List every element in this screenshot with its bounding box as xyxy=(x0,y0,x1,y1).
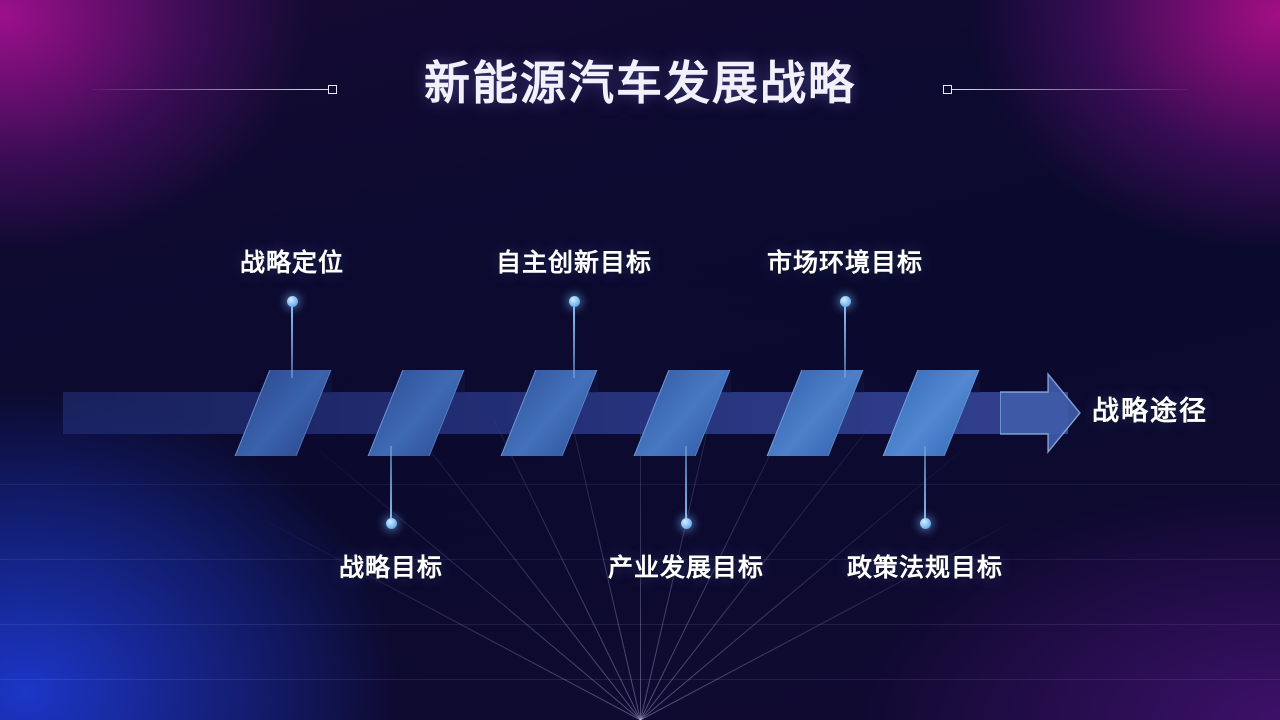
connector-line-bottom xyxy=(685,446,687,528)
node-label-top: 战略定位 xyxy=(239,249,345,277)
node-label-top: 自主创新目标 xyxy=(495,249,653,277)
hollow-square-icon-left xyxy=(328,85,337,94)
connector-dot-bottom xyxy=(680,518,692,529)
grid-line-horizontal xyxy=(0,484,1280,485)
decoration-line-left xyxy=(92,89,329,90)
right-arrow-head-icon xyxy=(999,370,1082,456)
connector-dot-bottom xyxy=(919,518,931,529)
connector-line-bottom xyxy=(390,446,392,528)
node-label-bottom: 政策法规目标 xyxy=(846,554,1004,582)
title-decoration-left xyxy=(92,85,337,94)
end-label: 战略途径 xyxy=(1092,396,1208,426)
grid-line-diagonal xyxy=(318,449,641,720)
node-label-bottom: 产业发展目标 xyxy=(607,554,765,582)
connector-line-top xyxy=(291,303,293,378)
page-title: 新能源汽车发展战略 xyxy=(424,58,856,109)
title-decoration-right xyxy=(943,85,1188,94)
grid-line-diagonal xyxy=(640,449,963,720)
title-row: 新能源汽车发展战略 xyxy=(0,48,1280,120)
connector-line-bottom xyxy=(924,446,926,528)
hollow-square-icon-right xyxy=(943,85,952,94)
grid-line-diagonal xyxy=(269,522,641,720)
node-label-bottom: 战略目标 xyxy=(338,554,444,582)
chevron-arrow-diagram xyxy=(0,370,1280,456)
decoration-line-right xyxy=(951,89,1188,90)
connector-dot-top xyxy=(286,296,298,307)
grid-line-horizontal xyxy=(0,679,1280,680)
connector-line-top xyxy=(573,303,575,378)
connector-dot-top xyxy=(839,296,851,307)
grid-line-horizontal xyxy=(0,624,1280,625)
connector-dot-bottom xyxy=(385,518,397,529)
connector-line-top xyxy=(844,303,846,378)
connector-dot-top xyxy=(568,296,580,307)
node-label-top: 市场环境目标 xyxy=(766,249,924,277)
